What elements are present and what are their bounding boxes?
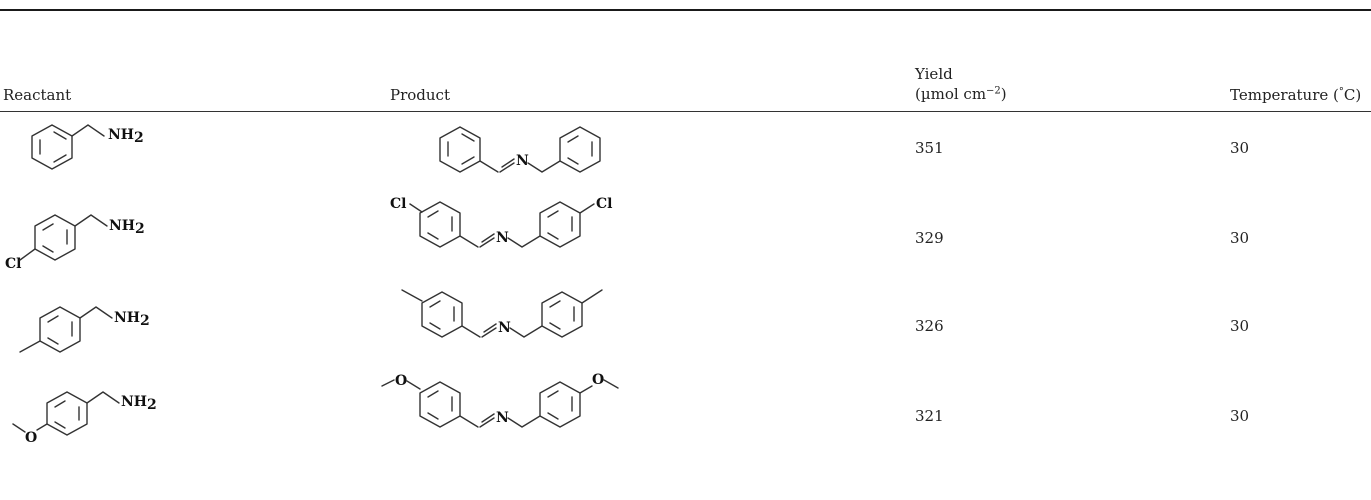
benzene-ring bbox=[419, 381, 461, 428]
yield-cell: 321 bbox=[915, 407, 944, 425]
benzene-ring bbox=[421, 291, 463, 338]
yield-cell: 329 bbox=[915, 229, 944, 247]
imine-n-label: N bbox=[516, 153, 529, 169]
methoxy-o-label: O bbox=[395, 373, 407, 389]
benzene-ring bbox=[39, 306, 81, 353]
amine-label: NH2 bbox=[109, 218, 145, 237]
benzene-ring bbox=[539, 201, 581, 248]
chloro-label: Cl bbox=[390, 196, 406, 212]
chloro-label: Cl bbox=[5, 256, 21, 272]
imine-n-label: N bbox=[498, 320, 511, 336]
temperature-cell: 30 bbox=[1230, 139, 1250, 157]
temperature-cell: 30 bbox=[1230, 407, 1250, 425]
methoxy-o-label: O bbox=[25, 430, 37, 446]
table-header-rule bbox=[0, 111, 1371, 112]
amine-label: NH2 bbox=[108, 127, 144, 146]
yield-cell: 326 bbox=[915, 317, 944, 335]
header-product: Product bbox=[390, 86, 450, 104]
imine-n-label: N bbox=[496, 230, 509, 246]
benzene-ring bbox=[539, 381, 581, 428]
benzene-ring bbox=[559, 126, 601, 173]
amine-label: NH2 bbox=[114, 310, 150, 329]
reactant-structure: O NH2 bbox=[12, 391, 157, 446]
benzene-ring bbox=[34, 214, 76, 261]
temperature-cell: 30 bbox=[1230, 229, 1250, 247]
reactant-structure: Cl NH2 bbox=[5, 214, 145, 272]
product-structure: O N O bbox=[381, 372, 619, 428]
imine-n-label: N bbox=[496, 410, 509, 426]
product-structure: N bbox=[439, 126, 601, 173]
benzene-ring bbox=[46, 391, 88, 436]
table-top-rule bbox=[0, 9, 1371, 11]
product-structure: Cl N Cl bbox=[390, 196, 612, 248]
header-yield: Yield (µmol cm−2) bbox=[915, 64, 1007, 104]
amine-label: NH2 bbox=[121, 394, 157, 413]
header-reactant: Reactant bbox=[3, 86, 72, 104]
reactant-structure: NH2 bbox=[31, 124, 144, 170]
header-yield-line2: (µmol cm−2) bbox=[915, 85, 1007, 103]
benzene-ring bbox=[439, 126, 481, 173]
benzene-ring bbox=[541, 291, 583, 338]
header-temperature: Temperature (°C) bbox=[1230, 86, 1362, 104]
reactant-structure: NH2 bbox=[19, 306, 150, 353]
benzene-ring bbox=[31, 124, 73, 170]
temperature-cell: 30 bbox=[1230, 317, 1250, 335]
chloro-label: Cl bbox=[596, 196, 612, 212]
yield-cell: 351 bbox=[915, 139, 944, 157]
header-yield-line1: Yield bbox=[915, 65, 953, 83]
product-structure: N bbox=[401, 289, 603, 338]
methoxy-o-label: O bbox=[592, 372, 604, 388]
benzene-ring bbox=[419, 201, 461, 248]
